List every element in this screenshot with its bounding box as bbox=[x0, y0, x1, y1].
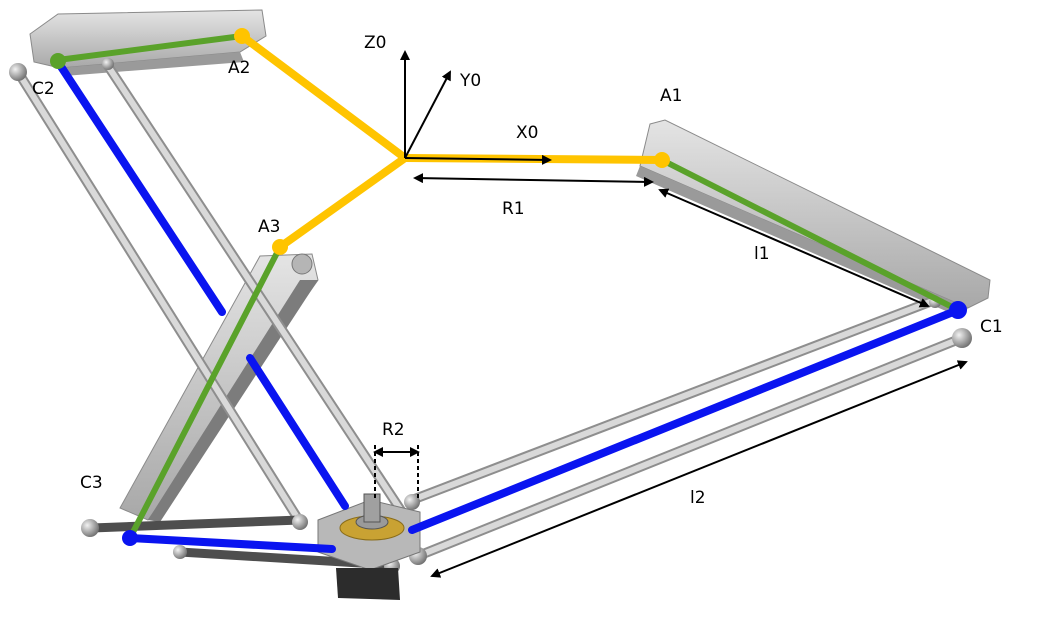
diagram-labels: Z0 Y0 X0 A1 A2 A3 C1 C2 C3 R1 R2 l1 l2 bbox=[32, 33, 1003, 508]
label-c2: C2 bbox=[32, 79, 55, 99]
label-x0: X0 bbox=[516, 123, 538, 143]
rail-a1-c1 bbox=[636, 119, 991, 318]
y0-axis bbox=[404, 70, 451, 159]
joint-points bbox=[50, 28, 967, 546]
label-a3: A3 bbox=[258, 217, 280, 237]
label-a2: A2 bbox=[228, 58, 250, 78]
joint-a3 bbox=[272, 239, 288, 255]
label-c3: C3 bbox=[80, 473, 103, 493]
joint-a1 bbox=[654, 152, 670, 168]
x0-axis bbox=[404, 154, 552, 165]
l2-dimension bbox=[430, 360, 968, 578]
label-r1: R1 bbox=[502, 199, 525, 219]
dimension-arrows bbox=[373, 173, 968, 578]
label-l2: l2 bbox=[690, 488, 706, 508]
label-z0: Z0 bbox=[364, 33, 386, 53]
base-links bbox=[238, 32, 666, 251]
moving-platform bbox=[317, 493, 421, 600]
l1-dimension bbox=[658, 188, 930, 308]
joint-c3 bbox=[122, 530, 138, 546]
joint-c1 bbox=[949, 301, 967, 319]
joint-a2 bbox=[234, 28, 250, 44]
forearms bbox=[54, 58, 962, 553]
coordinate-axes bbox=[400, 50, 552, 165]
label-r2: R2 bbox=[382, 420, 405, 440]
label-l1: l1 bbox=[754, 244, 770, 264]
label-a1: A1 bbox=[660, 86, 682, 106]
label-c1: C1 bbox=[980, 317, 1003, 337]
r1-dimension bbox=[413, 173, 654, 187]
joint-c2 bbox=[50, 53, 66, 69]
label-y0: Y0 bbox=[459, 71, 481, 91]
